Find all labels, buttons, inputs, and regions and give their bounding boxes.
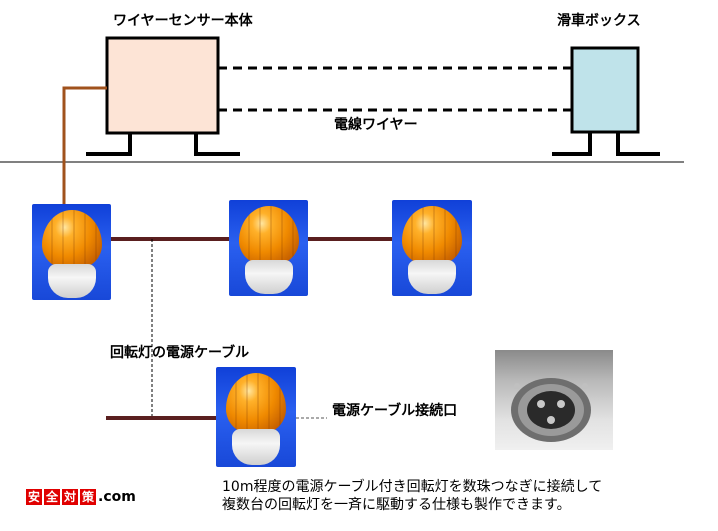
lamp-dome-icon xyxy=(42,210,102,268)
lamp-base xyxy=(408,260,456,294)
lamp-dome-icon xyxy=(402,206,462,264)
sensor-leg-right xyxy=(194,133,240,156)
electric-wire-label: 電線ワイヤー xyxy=(334,117,418,133)
lamp-base xyxy=(232,429,280,465)
pulley-box-label: 滑車ボックス xyxy=(557,13,641,29)
rotating-lamp-2 xyxy=(229,200,308,296)
description-line-2: 複数台の回転灯を一斉に駆動する仕様も製作できます。 xyxy=(222,497,571,513)
connector-photo xyxy=(495,350,613,450)
logo-char-3: 対 xyxy=(62,489,78,505)
pulley-leg-right xyxy=(616,132,660,156)
logo-char-4: 策 xyxy=(80,489,96,505)
pulley-leg-left xyxy=(552,132,592,156)
connector-socket-icon xyxy=(511,378,591,442)
lamp-power-cable-label: 回転灯の電源ケーブル xyxy=(110,345,250,361)
logo-char-1: 安 xyxy=(26,489,42,505)
rotating-lamp-4 xyxy=(216,367,296,467)
logo-char-2: 全 xyxy=(44,489,60,505)
site-logo[interactable]: 安全対策.com xyxy=(26,486,136,505)
pulley-box xyxy=(570,46,640,134)
sensor-leg-left xyxy=(86,133,132,156)
rotating-lamp-1 xyxy=(32,204,111,300)
lamp-dome-icon xyxy=(239,206,299,264)
sensor-body-label: ワイヤーセンサー本体 xyxy=(113,13,253,29)
rotating-lamp-3 xyxy=(392,200,472,296)
lamp-base xyxy=(245,260,293,294)
brown-sensor-cable xyxy=(62,86,107,204)
lamp-base xyxy=(48,264,96,298)
cable-connector-label: 電源ケーブル接続口 xyxy=(332,403,458,419)
lamp-dome-icon xyxy=(226,373,286,433)
logo-suffix: .com xyxy=(98,489,136,505)
description-line-1: 10m程度の電源ケーブル付き回転灯を数珠つなぎに接続して xyxy=(222,479,603,495)
sensor-body-box xyxy=(105,36,220,135)
